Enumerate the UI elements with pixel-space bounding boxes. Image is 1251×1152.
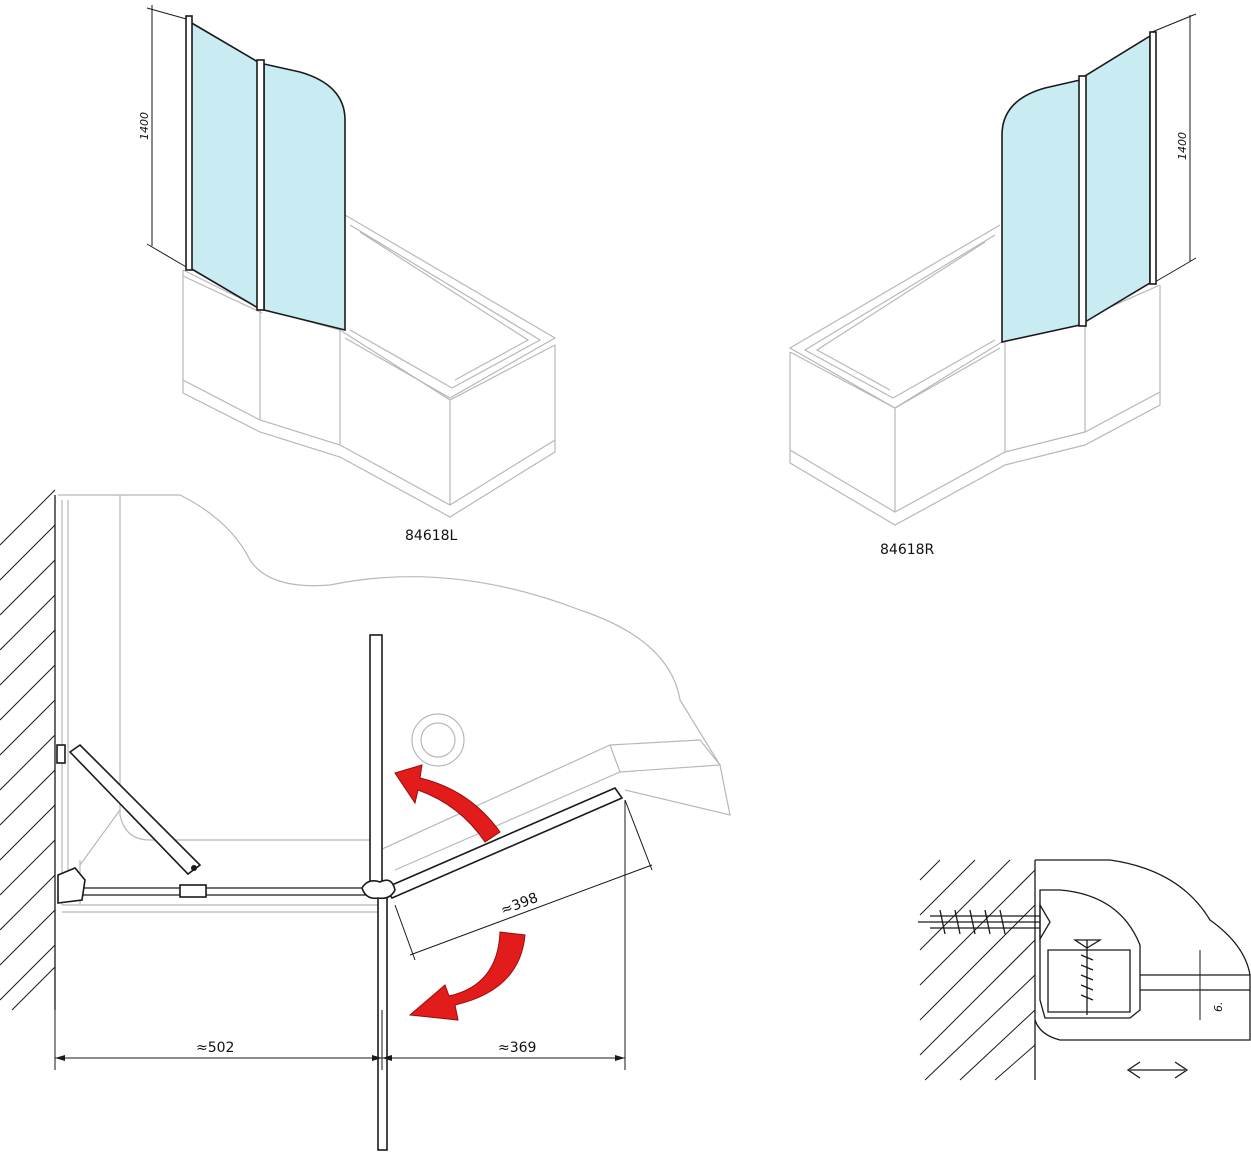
swing-arrow-down bbox=[408, 931, 526, 1021]
plan-screen bbox=[56, 634, 624, 1151]
drain-outer bbox=[411, 713, 465, 767]
hinge-block bbox=[361, 879, 396, 900]
right-shower-screen bbox=[1001, 31, 1157, 343]
left-wall-profile bbox=[185, 15, 193, 271]
stabilizer-bar bbox=[68, 743, 202, 876]
right-hinge-profile bbox=[1078, 75, 1087, 327]
dim-right-label: ≈369 bbox=[498, 1040, 536, 1056]
wall-bracket bbox=[57, 867, 86, 904]
right-height-dimension: 1400 bbox=[1151, 13, 1197, 283]
right-wall-profile bbox=[1149, 31, 1157, 285]
left-model-view: 1400 bbox=[138, 5, 557, 518]
left-swing-panel bbox=[263, 63, 346, 332]
stabilizer-pivot bbox=[191, 865, 197, 871]
plan-view: ≈502 ≈369 ≈398 bbox=[0, 489, 731, 1151]
stabilizer-mount bbox=[56, 744, 66, 764]
wall-hatch bbox=[0, 489, 56, 1011]
left-height-label: 1400 bbox=[138, 112, 151, 140]
left-shower-screen bbox=[185, 15, 346, 332]
swing-panel-open bbox=[369, 634, 383, 886]
left-height-dimension: 1400 bbox=[138, 5, 191, 269]
drain-inner bbox=[420, 722, 456, 758]
left-bathtub bbox=[182, 214, 557, 518]
plan-bathtub bbox=[58, 494, 731, 913]
dim-left-label: ≈502 bbox=[196, 1040, 234, 1056]
swing-panel-diagonal bbox=[383, 787, 624, 899]
vertical-screw bbox=[1072, 939, 1103, 1015]
panel-clip bbox=[179, 884, 207, 898]
left-model-label: 84618L bbox=[405, 528, 458, 544]
wall-plug-screw bbox=[918, 902, 1051, 942]
right-height-label: 1400 bbox=[1176, 132, 1189, 160]
plan-dimensions: ≈502 ≈369 ≈398 bbox=[54, 799, 653, 1070]
swing-arrow-up bbox=[394, 764, 501, 843]
left-fixed-panel bbox=[189, 20, 259, 310]
right-model-label: 84618R bbox=[880, 542, 935, 558]
gap-dim-label: 6. bbox=[1212, 1002, 1225, 1013]
double-arrow-icon bbox=[1126, 1061, 1189, 1079]
swing-arrows bbox=[394, 764, 526, 1021]
right-model-view: 1400 bbox=[788, 13, 1197, 526]
right-fixed-panel bbox=[1084, 34, 1151, 324]
profile-detail: 6. bbox=[918, 859, 1251, 1081]
left-hinge-profile bbox=[256, 59, 265, 311]
right-swing-panel bbox=[1001, 78, 1081, 343]
detail-wall-hatch bbox=[919, 859, 1036, 1081]
